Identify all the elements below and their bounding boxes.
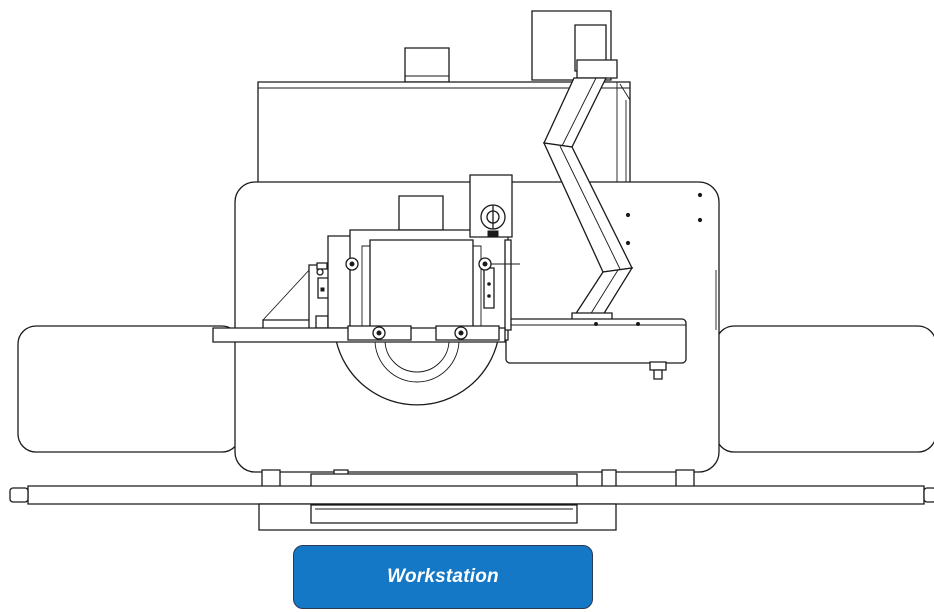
right-motor-housing xyxy=(506,319,686,379)
fence-knob-left xyxy=(373,327,385,339)
workstation-button[interactable]: Workstation xyxy=(293,545,593,609)
clamp-knob-left xyxy=(346,258,358,270)
left-extension-table xyxy=(18,326,240,452)
base-rail xyxy=(10,486,934,504)
lower-tray xyxy=(259,504,616,530)
machine-feet xyxy=(262,470,694,488)
right-extension-table xyxy=(716,326,934,452)
top-exhaust xyxy=(405,48,449,82)
saw-blade xyxy=(336,340,498,405)
clamp-knob-right xyxy=(479,258,491,270)
handwheel-assembly xyxy=(470,175,512,237)
workstation-button-label: Workstation xyxy=(387,566,499,587)
fence-knob-right xyxy=(455,327,467,339)
work-table xyxy=(213,326,505,342)
articulated-arm xyxy=(544,25,632,321)
carriage xyxy=(350,196,520,340)
